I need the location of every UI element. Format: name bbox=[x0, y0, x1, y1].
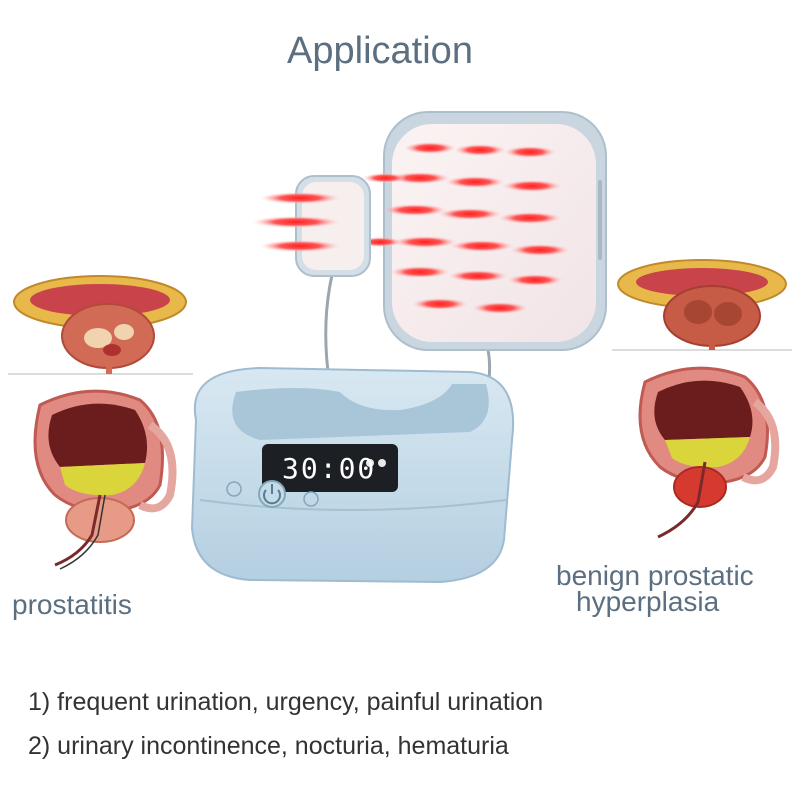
large-pad-light-beams bbox=[358, 142, 570, 314]
bph-cross-section-illustration bbox=[612, 259, 792, 351]
plus-button bbox=[303, 491, 319, 507]
display-screen bbox=[262, 444, 398, 492]
symptom-item: 2) urinary incontinence, nocturia, hemat… bbox=[28, 732, 509, 760]
bph-label: benign prostatic hyperplasia bbox=[556, 560, 754, 617]
timer-display: 30:00 bbox=[282, 452, 377, 485]
prostatitis-cross-section-illustration bbox=[8, 275, 193, 375]
small-pad-light-beams bbox=[252, 192, 340, 252]
bph-bladder-illustration bbox=[638, 366, 780, 539]
prostatitis-label: prostatitis bbox=[12, 589, 132, 620]
page-title: Application bbox=[287, 30, 473, 72]
minus-button bbox=[226, 481, 242, 497]
prostatitis-bladder-illustration bbox=[33, 389, 177, 570]
symptom-item: 1) frequent urination, urgency, painful … bbox=[28, 688, 544, 716]
bph-label-line2: hyperplasia bbox=[576, 586, 720, 617]
bph-label-line1: benign prostatic bbox=[556, 560, 754, 591]
symptoms-list: 1) frequent urination, urgency, painful … bbox=[28, 680, 543, 768]
